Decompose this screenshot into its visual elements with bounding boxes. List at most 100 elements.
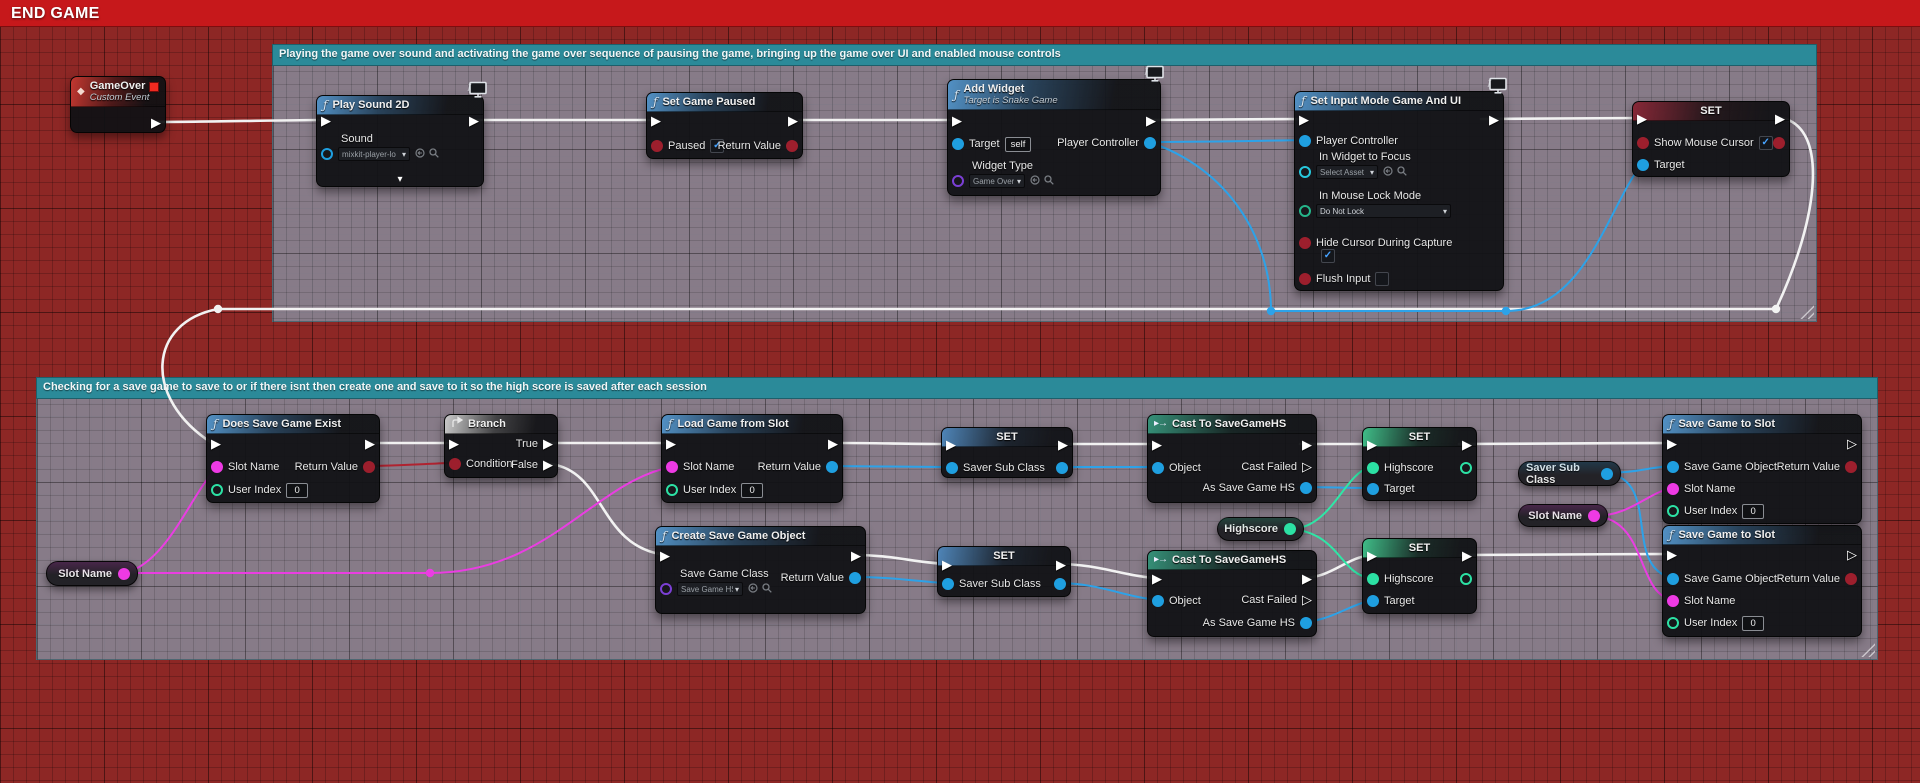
saver-sub-class-pin[interactable] [946,462,958,474]
slot-name-pin[interactable] [211,461,223,473]
node-set-saver-sub-class-bottom[interactable]: SET▶Saver Sub Class▶ [937,546,1071,597]
value-box[interactable]: 0 [286,482,309,498]
pill-highscore[interactable]: Highscore [1217,517,1304,541]
out-pin[interactable] [1056,462,1068,474]
highscore-pin[interactable] [1367,573,1379,585]
exec-pin[interactable]: ▶ [1667,547,1677,562]
use-asset-icon[interactable] [748,580,758,598]
player-controller-pin[interactable] [1144,137,1156,149]
user-index-pin[interactable] [666,484,678,496]
dropdown-do-not-lock[interactable]: Do Not Lock▾ [1316,204,1451,218]
dropdown-save-game-hs[interactable]: Save Game HS▾ [677,582,743,596]
dropdown-game-over[interactable]: Game Over▾ [969,174,1025,188]
target-pin[interactable] [1367,595,1379,607]
user-index-pin[interactable] [1667,505,1679,517]
exec-pin[interactable]: ▶ [1489,112,1499,127]
as-save-game-hs-pin[interactable] [1300,617,1312,629]
exec-pin[interactable]: ▶ [449,436,459,451]
exec-pin[interactable]: ▶ [660,548,670,563]
comment-title-end-game[interactable]: END GAME [0,0,1920,27]
exec-pin[interactable]: ▶ [1775,111,1785,126]
use-asset-icon[interactable] [415,145,425,163]
pill-slot-name-right[interactable]: Slot Name [1518,504,1608,527]
save-game-class-pin[interactable] [660,583,672,595]
exec-pin[interactable]: ▶ [1056,557,1066,572]
exec-pin[interactable]: ▶ [788,113,798,128]
return-value-pin[interactable] [1845,573,1857,585]
exec-pin[interactable]: ▶ [1367,548,1377,563]
comment-savegame-header[interactable]: Checking for a save game to save to or i… [36,377,1878,399]
expand-chevron-icon[interactable]: ▾ [397,174,403,185]
hide-cursor-during-capture-pin[interactable] [1299,237,1311,249]
out-pin[interactable] [1773,137,1785,149]
exec-pin[interactable]: ▶ [211,436,221,451]
pill-saver-sub-class[interactable]: Saver Sub Class [1518,461,1621,486]
node-cast-to-savegamehs-top-header[interactable]: ▸→Cast To SaveGameHS [1148,415,1316,434]
show-mouse-cursor-pin[interactable] [1637,137,1649,149]
out-pin[interactable] [1054,578,1066,590]
out-pin[interactable] [1460,462,1472,474]
exec-pin-unconnected[interactable]: ▷ [1302,459,1312,474]
exec-pin[interactable]: ▶ [1667,436,1677,451]
exec-pin[interactable]: ▶ [952,113,962,128]
return-value-pin[interactable] [1845,461,1857,473]
use-asset-icon[interactable] [1383,163,1393,181]
return-value-pin[interactable] [363,461,375,473]
browse-icon[interactable] [1397,163,1407,181]
exec-pin[interactable]: ▶ [1152,571,1162,586]
checkbox-unchecked[interactable] [1375,272,1390,286]
exec-pin[interactable]: ▶ [1152,437,1162,452]
exec-pin[interactable]: ▶ [1302,571,1312,586]
pill-slot-name-left[interactable]: Slot Name [46,561,138,586]
node-set-saver-sub-class-bottom-header[interactable]: SET [938,547,1070,566]
exec-pin-unconnected[interactable]: ▷ [1847,436,1857,451]
comment-resize-handle[interactable] [1800,305,1814,319]
exec-pin[interactable]: ▶ [151,115,161,130]
exec-pin[interactable]: ▶ [365,436,375,451]
exec-pin[interactable]: ▶ [1367,437,1377,452]
node-set-show-mouse-cursor[interactable]: SET▶Show Mouse Cursor✓Target▶ [1632,101,1790,177]
dropdown-select-asset[interactable]: Select Asset▾ [1316,165,1378,179]
in-mouse-lock-mode-pin[interactable] [1299,205,1311,217]
save-game-object-pin[interactable] [1667,573,1679,585]
exec-pin-unconnected[interactable]: ▷ [1847,547,1857,562]
value-box[interactable]: 0 [741,482,764,498]
return-value-pin[interactable] [849,572,861,584]
exec-pin[interactable]: ▶ [1146,113,1156,128]
in-widget-to-focus-pin[interactable] [1299,166,1311,178]
node-branch[interactable]: Branch▶Condition▶True▶False [444,414,558,478]
node-set-highscore-bottom-header[interactable]: SET [1363,539,1476,558]
exec-pin[interactable]: ▶ [651,113,661,128]
exec-pin[interactable]: ▶ [942,557,952,572]
slot-name-pin[interactable] [666,461,678,473]
slot-name-pin[interactable] [1667,595,1679,607]
highscore-pin[interactable] [1367,462,1379,474]
target-pin[interactable] [1637,159,1649,171]
node-set-show-mouse-cursor-header[interactable]: SET [1633,102,1789,121]
node-set-highscore-top-header[interactable]: SET [1363,428,1476,447]
value-box[interactable]: 0 [1742,615,1765,631]
as-save-game-hs-pin[interactable] [1300,482,1312,494]
use-asset-icon[interactable] [1030,172,1040,190]
saver-sub-class-pin[interactable] [942,578,954,590]
exec-pin[interactable]: ▶ [666,436,676,451]
node-cast-to-savegamehs-bottom[interactable]: ▸→Cast To SaveGameHS▶Object▶▷Cast Failed… [1147,550,1317,637]
sound-pin[interactable] [321,148,333,160]
return-value-pin[interactable] [826,461,838,473]
exec-pin[interactable]: ▶ [828,436,838,451]
exec-pin[interactable]: ▶ [1462,437,1472,452]
